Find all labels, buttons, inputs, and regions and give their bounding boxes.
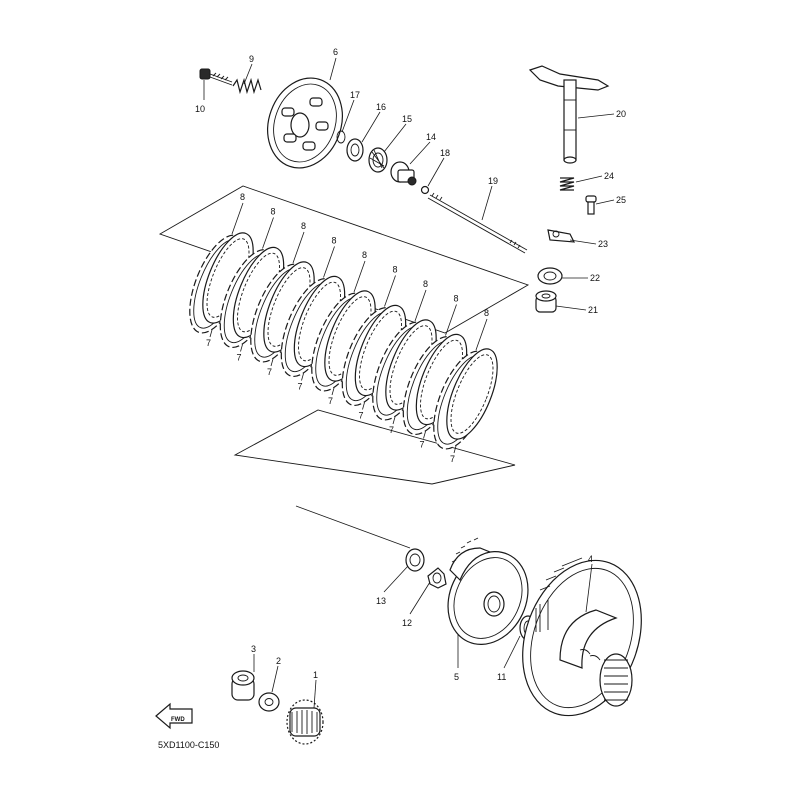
leader-8 — [292, 231, 305, 264]
callout-7[interactable]: 7 — [237, 353, 242, 363]
nut-13[interactable] — [405, 548, 425, 572]
callout-24[interactable]: 24 — [604, 171, 614, 181]
plate-pair-4[interactable] — [270, 270, 355, 384]
fwd-label: FWD — [171, 717, 185, 723]
leader-8 — [384, 275, 396, 307]
callout-7[interactable]: 7 — [267, 367, 272, 377]
oil-seal-22[interactable] — [537, 267, 563, 285]
leader-8 — [231, 202, 244, 235]
leader-7 — [240, 344, 243, 352]
leader-8 — [353, 260, 366, 293]
leader-7 — [362, 402, 365, 410]
clutch-boss-5[interactable] — [433, 537, 542, 658]
callout-6[interactable]: 6 — [333, 47, 338, 57]
callout-10[interactable]: 10 — [195, 104, 205, 114]
callout-13[interactable]: 13 — [376, 596, 386, 606]
callout-8[interactable]: 8 — [271, 207, 276, 217]
leader-7 — [331, 387, 335, 396]
bolt-25[interactable] — [585, 195, 597, 215]
callout-5[interactable]: 5 — [454, 672, 459, 682]
bearing-15[interactable] — [368, 147, 388, 173]
callout-2[interactable]: 2 — [276, 656, 281, 666]
washer-16[interactable] — [346, 138, 364, 162]
spring-24[interactable] — [559, 177, 575, 191]
plate-stack-lower-frame — [233, 409, 516, 485]
leader-7 — [423, 431, 426, 439]
lever-23[interactable] — [547, 229, 576, 243]
leader-7 — [270, 358, 274, 367]
callout-numbers: 6 9 10 17 16 15 14 18 19 20 24 25 23 22 … — [195, 47, 626, 682]
callout-16[interactable]: 16 — [376, 102, 386, 112]
callout-8[interactable]: 8 — [484, 308, 489, 318]
leader-7 — [209, 329, 213, 338]
plate-pair-5[interactable] — [300, 284, 385, 398]
leader-8 — [323, 246, 335, 278]
pressure-plate-6[interactable] — [255, 67, 354, 178]
callout-7[interactable]: 7 — [450, 454, 455, 464]
lock-washer-12[interactable] — [427, 567, 447, 589]
leader-8 — [445, 304, 457, 336]
callout-8[interactable]: 8 — [423, 279, 428, 289]
washer-2[interactable] — [258, 692, 280, 712]
collar-3[interactable] — [231, 670, 255, 701]
callout-3[interactable]: 3 — [251, 644, 256, 654]
callout-12[interactable]: 12 — [402, 618, 412, 628]
leader-7 — [392, 416, 396, 425]
callout-25[interactable]: 25 — [616, 195, 626, 205]
leader-7 — [301, 373, 304, 381]
callout-15[interactable]: 15 — [402, 114, 412, 124]
callout-19[interactable]: 19 — [488, 176, 498, 186]
clutch-plate-stack: 7 8 7 8 7 8 7 8 7 8 7 8 7 8 7 8 7 8 — [189, 192, 507, 464]
forward-arrow-icon: FWD — [155, 702, 193, 730]
callout-9[interactable]: 9 — [249, 54, 254, 64]
leader-lines — [203, 57, 615, 709]
callout-4[interactable]: 4 — [588, 554, 593, 564]
bush-21[interactable] — [535, 290, 557, 313]
callout-7[interactable]: 7 — [206, 338, 211, 348]
callout-11[interactable]: 11 — [497, 672, 506, 682]
callout-21[interactable]: 21 — [588, 305, 598, 315]
spring-9[interactable] — [232, 77, 262, 95]
callout-7[interactable]: 7 — [359, 411, 364, 421]
diagram-code: 5XD1100-C150 — [158, 740, 219, 750]
callout-17[interactable]: 17 — [350, 90, 360, 100]
bolt-10[interactable] — [199, 68, 233, 86]
callout-20[interactable]: 20 — [616, 109, 626, 119]
callout-8[interactable]: 8 — [240, 192, 245, 202]
callout-8[interactable]: 8 — [393, 265, 398, 275]
primary-drive-gear-1[interactable] — [286, 699, 324, 745]
plate-pair-2[interactable] — [209, 241, 294, 355]
callout-7[interactable]: 7 — [420, 440, 425, 450]
callout-7[interactable]: 7 — [298, 382, 303, 392]
callout-8[interactable]: 8 — [454, 294, 459, 304]
clutch-housing-4[interactable] — [502, 544, 662, 733]
callout-14[interactable]: 14 — [426, 132, 436, 142]
leader-8 — [414, 289, 427, 322]
push-lever-shaft-20[interactable] — [528, 65, 610, 164]
circlip-17[interactable] — [336, 130, 346, 144]
ball-18[interactable] — [420, 185, 430, 195]
plate-pair-3[interactable] — [239, 255, 324, 369]
callout-23[interactable]: 23 — [598, 239, 608, 249]
leader-8 — [475, 318, 488, 351]
callout-18[interactable]: 18 — [440, 148, 450, 158]
callout-1[interactable]: 1 — [313, 670, 318, 680]
callout-8[interactable]: 8 — [332, 236, 337, 246]
push-rod-14[interactable] — [390, 161, 417, 186]
callout-7[interactable]: 7 — [389, 425, 394, 435]
push-rod-19[interactable] — [427, 192, 528, 254]
leader-8 — [262, 217, 274, 249]
callout-22[interactable]: 22 — [590, 273, 600, 283]
callout-7[interactable]: 7 — [328, 396, 333, 406]
callout-8[interactable]: 8 — [301, 221, 306, 231]
leader-7 — [453, 445, 457, 454]
callout-8[interactable]: 8 — [362, 250, 367, 260]
plate-pair-9[interactable] — [422, 342, 507, 456]
